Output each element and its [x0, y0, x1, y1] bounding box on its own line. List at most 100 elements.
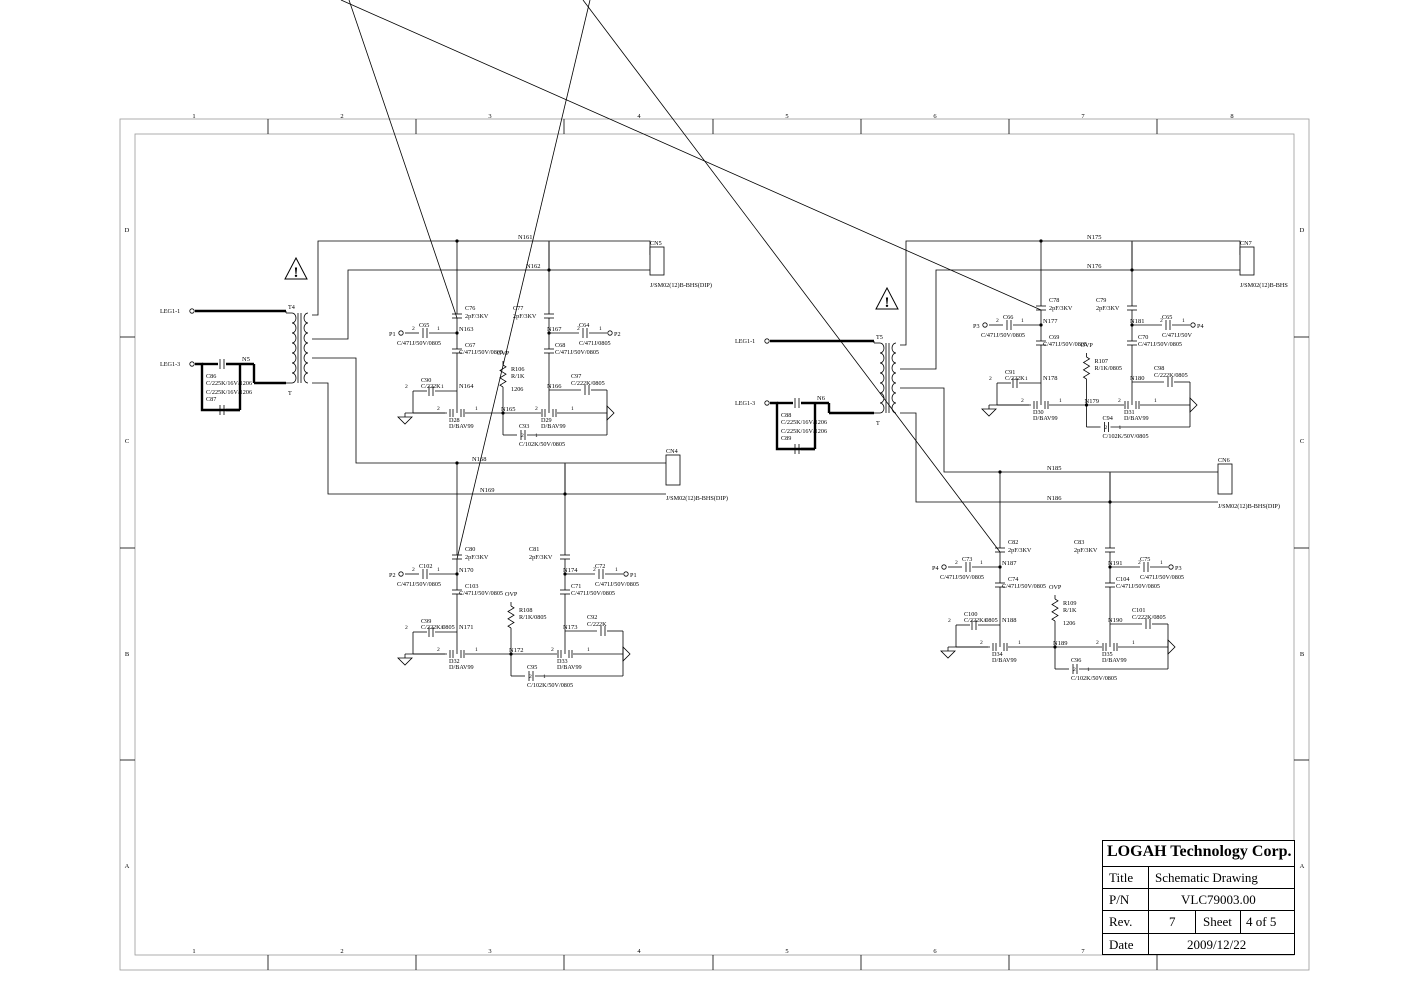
- cap-value: C/471J/0805: [579, 340, 611, 347]
- rev-value: 7: [1169, 914, 1176, 929]
- cap-ref: C79: [1096, 297, 1106, 304]
- cap-ref: C86: [206, 373, 216, 380]
- diode-value: D/BAV99: [1102, 657, 1127, 664]
- ovp-label: OVP: [1081, 342, 1094, 349]
- port-terminal: [1190, 322, 1196, 328]
- net-label: N166: [547, 383, 562, 390]
- grid-row-left: B: [125, 651, 130, 658]
- pin-number: 2: [980, 640, 983, 646]
- date-label: Date: [1109, 937, 1134, 952]
- warning-icon: !: [294, 265, 299, 281]
- cap-ref: C67: [465, 342, 475, 349]
- transformer-ref: T5: [876, 334, 883, 341]
- pin-number: 2: [1021, 398, 1024, 404]
- pin-number: 1: [1160, 560, 1163, 566]
- grid-col-bottom: 5: [785, 948, 788, 955]
- cap-value: 2pF/3KV: [529, 554, 553, 561]
- net-label: N185: [1047, 465, 1061, 472]
- diode-value: D/BAV99: [557, 664, 582, 671]
- resistor-value: R/1K/0805: [1095, 365, 1123, 372]
- diode-value: D/BAV99: [1124, 415, 1149, 422]
- cap-ref: C68: [555, 342, 565, 349]
- grid-col-bottom: 4: [637, 948, 641, 955]
- pin-number: 2: [1105, 425, 1108, 431]
- junction: [1053, 645, 1057, 649]
- connector-ref: CN6: [1218, 457, 1230, 464]
- cap-ref: C93: [519, 423, 529, 430]
- cap-ref: C97: [571, 373, 581, 380]
- net-label: N171: [459, 624, 473, 631]
- cap-value: C/225K/16V/1206: [206, 389, 252, 396]
- cap-value: C/225K/16V/1206: [206, 380, 252, 387]
- input-label: LEG1-1: [160, 308, 180, 315]
- grid-col-bottom: 1: [192, 948, 195, 955]
- cap-ref: C78: [1049, 297, 1059, 304]
- net-label: N177: [1043, 318, 1058, 325]
- secondary-winding: [303, 312, 309, 384]
- ovp-label: OVP: [1049, 584, 1062, 591]
- grid-row-right: D: [1300, 227, 1305, 234]
- diode-ref: D29: [541, 417, 552, 424]
- diode-ref: D32: [449, 658, 460, 665]
- diode-ref: D30: [1033, 409, 1044, 416]
- cap-ref: C92: [587, 614, 597, 621]
- cap-value: C/222K/0805: [1132, 614, 1166, 621]
- pin-number: 2: [412, 326, 415, 332]
- cap-ref: C75: [1140, 556, 1150, 563]
- secondary-winding: [891, 342, 897, 414]
- cap-ref: C100: [964, 611, 977, 618]
- port-label: P1: [630, 572, 637, 579]
- pin-number: 2: [405, 625, 408, 631]
- cap-ref: C71: [571, 583, 581, 590]
- sheet-value: 4 of 5: [1246, 914, 1277, 929]
- cap-value: C/471J/50V/0805: [397, 340, 441, 347]
- pin-number: 2: [948, 618, 951, 624]
- net-label: N165: [501, 406, 515, 413]
- cap-ref: C99: [421, 618, 431, 625]
- grid-col-top: 6: [933, 113, 937, 120]
- cap-value: C/222K/0805: [421, 624, 455, 631]
- resistor-value: R/1K: [511, 373, 525, 380]
- cap-value: 2pF/3KV: [465, 554, 489, 561]
- ground-symbol: [606, 405, 615, 421]
- pin-number: 1: [475, 647, 478, 653]
- pin-number: 1: [1087, 667, 1090, 673]
- input-label: LEG1-3: [160, 361, 180, 368]
- port-label: P2: [389, 572, 396, 579]
- cap-ref: C94: [1103, 415, 1113, 422]
- pin-number: 2: [529, 674, 532, 680]
- net-label: N170: [459, 567, 473, 574]
- cap-ref: C96: [1071, 657, 1081, 664]
- ground-symbol: [981, 408, 997, 417]
- cap-value: C/471J/50V/0805: [459, 590, 503, 597]
- diode-value: D/BAV99: [992, 657, 1017, 664]
- pin-number: 1: [1119, 425, 1122, 431]
- cap-value: C/471J/50V/0805: [981, 332, 1025, 339]
- cap-value: C/471J/50V/0805: [595, 581, 639, 588]
- cap-ref: C91: [1005, 369, 1015, 376]
- cap-value: C/471J/50V/0805: [1138, 341, 1182, 348]
- transformer-label: T: [288, 390, 292, 397]
- net-label: N163: [459, 326, 473, 333]
- transformer-label: T: [876, 420, 880, 427]
- pin-number: 1: [599, 326, 602, 332]
- resistor-ref: R109: [1063, 600, 1076, 607]
- grid-row-left: D: [125, 227, 130, 234]
- port-terminal: [982, 322, 988, 328]
- primary-winding: [879, 342, 885, 414]
- net-label: N174: [563, 567, 578, 574]
- pin-number: 1: [984, 618, 987, 624]
- net-label: N175: [1087, 234, 1101, 241]
- title-label: Title: [1109, 870, 1134, 885]
- cap-ref: C69: [1049, 334, 1059, 341]
- pin-number: 1: [441, 625, 444, 631]
- pin-number: 2: [535, 406, 538, 412]
- diode-ref: D34: [992, 651, 1003, 658]
- diode-value: D/BAV99: [449, 664, 474, 671]
- cap-ref: C76: [465, 305, 475, 312]
- ground-symbol: [397, 657, 413, 666]
- cap-ref: C101: [1132, 607, 1145, 614]
- pin-number: 1: [535, 433, 538, 439]
- grid-col-bottom: 7: [1081, 948, 1085, 955]
